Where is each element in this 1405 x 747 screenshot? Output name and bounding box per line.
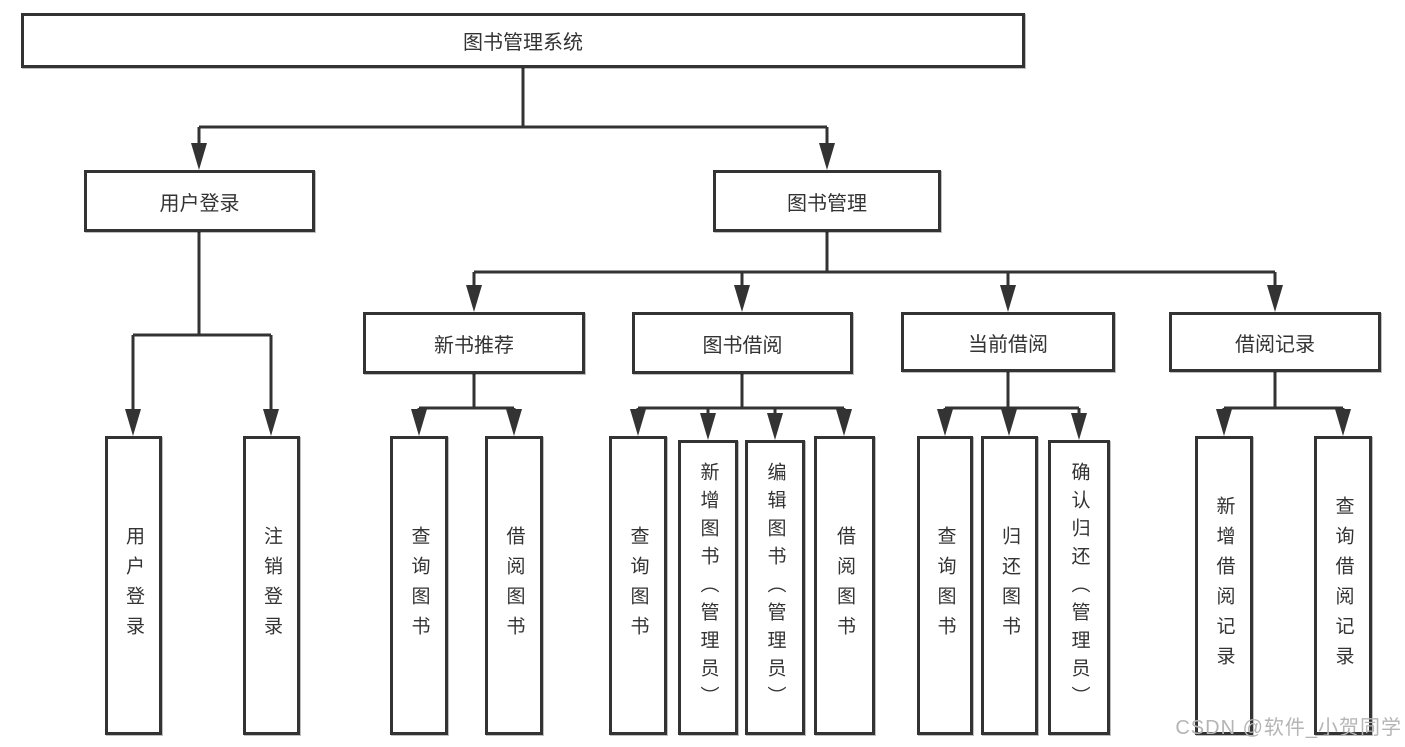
leaf-logout: 注销登录 — [243, 436, 300, 735]
node-book-borrow: 图书借阅 — [632, 312, 853, 374]
leaf-query-books-1: 查询图书 — [390, 436, 448, 735]
arrow-down-icon — [700, 413, 716, 440]
arrow-down-icon — [734, 285, 750, 312]
node-current-borrow: 当前借阅 — [901, 312, 1115, 372]
arrow-down-icon — [836, 409, 852, 436]
arrow-down-icon — [937, 409, 953, 436]
arrow-down-icon — [411, 409, 427, 436]
node-user-login-branch: 用户登录 — [84, 170, 315, 232]
arrow-down-icon — [630, 409, 646, 436]
leaf-user-login: 用户登录 — [105, 436, 162, 735]
arrow-down-icon — [263, 409, 279, 436]
arrow-down-icon — [767, 413, 783, 440]
arrow-down-icon — [1071, 413, 1087, 440]
leaf-add-book-admin: 新增图书（管理员） — [678, 440, 738, 735]
leaf-borrow-books-2: 借阅图书 — [814, 436, 875, 735]
node-borrow-records: 借阅记录 — [1169, 312, 1381, 372]
leaf-query-books-2: 查询图书 — [609, 436, 667, 735]
arrow-down-icon — [191, 143, 207, 170]
node-system-root: 图书管理系统 — [21, 13, 1025, 68]
arrow-down-icon — [819, 143, 835, 170]
arrow-down-icon — [1267, 285, 1283, 312]
connector-paths — [131, 68, 1345, 418]
arrow-down-icon — [1335, 409, 1351, 436]
csdn-watermark: CSDN @软件_小贺同学 — [1175, 717, 1402, 739]
leaf-return-books: 归还图书 — [981, 436, 1038, 735]
arrow-down-icon — [506, 409, 522, 436]
leaf-query-borrow-record: 查询借阅记录 — [1314, 436, 1372, 735]
arrow-down-icon — [1216, 409, 1232, 436]
node-new-book-recommend: 新书推荐 — [363, 312, 585, 374]
arrow-down-icon — [1000, 285, 1016, 312]
arrow-down-icon — [466, 285, 482, 312]
arrowheads — [125, 143, 1351, 440]
arrow-down-icon — [125, 409, 141, 436]
leaf-add-borrow-record: 新增借阅记录 — [1195, 436, 1253, 735]
leaf-edit-book-admin: 编辑图书（管理员） — [745, 440, 805, 735]
arrow-down-icon — [1001, 409, 1017, 436]
leaf-confirm-return-admin: 确认归还（管理员） — [1048, 440, 1110, 735]
leaf-borrow-books-1: 借阅图书 — [485, 436, 543, 735]
node-book-management: 图书管理 — [713, 170, 941, 232]
leaf-query-books-3: 查询图书 — [917, 436, 973, 735]
